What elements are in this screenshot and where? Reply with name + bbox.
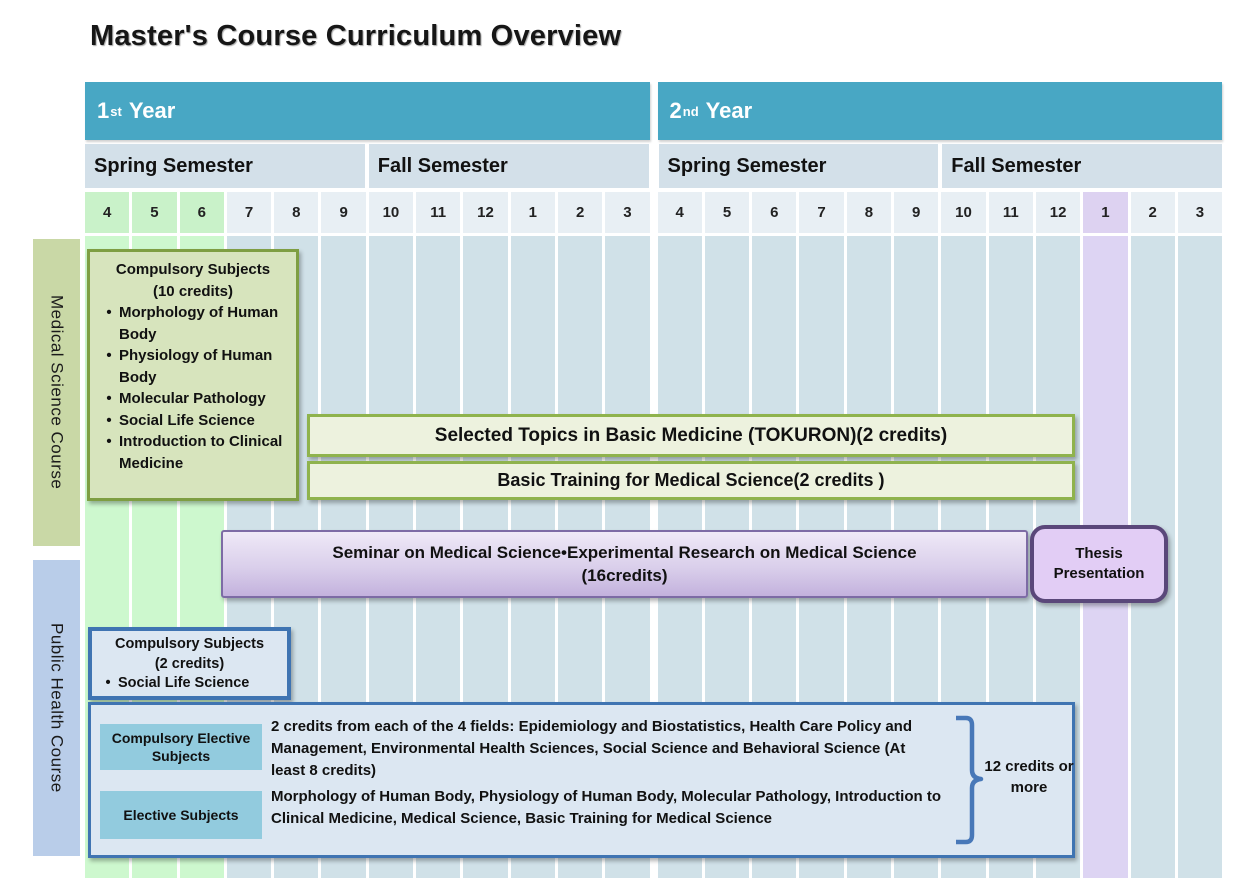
- month-cell: 10: [941, 192, 986, 233]
- public-electives-box: Compulsory Elective Subjects 2 credits f…: [88, 702, 1075, 858]
- list-item: • Social Life Science: [98, 674, 281, 694]
- month-cell: 11: [988, 192, 1033, 233]
- track-label-medical-science: Medical Science Course: [33, 239, 80, 546]
- brace-icon: [956, 715, 984, 845]
- public-compulsory-credits: (2 credits): [154, 655, 225, 672]
- page-title: Master's Course Curriculum Overview: [90, 20, 622, 52]
- year-2-word: Year: [705, 98, 753, 123]
- elective-subjects-label: Elective Subjects: [100, 791, 262, 839]
- semester-header-row: Spring Semester Fall Semester Spring Sem…: [85, 144, 1222, 188]
- month-cell: 6: [752, 192, 797, 233]
- compulsory-elective-subjects-label: Compulsory Elective Subjects: [100, 724, 262, 770]
- compulsory-elective-subjects-description: 2 credits from each of the 4 fields: Epi…: [271, 718, 912, 779]
- grid-column: [1177, 236, 1223, 878]
- month-cell: 5: [704, 192, 750, 233]
- month-cell: 1: [510, 192, 555, 233]
- month-cell: 12: [1035, 192, 1081, 233]
- year-1-ordinal: st: [110, 103, 122, 119]
- track-label-public-health: Public Health Course: [33, 560, 80, 856]
- thesis-presentation-box: Thesis Presentation: [1030, 525, 1168, 603]
- selected-topics-bar: Selected Topics in Basic Medicine (TOKUR…: [307, 414, 1075, 457]
- basic-training-bar: Basic Training for Medical Science(2 cre…: [307, 461, 1075, 500]
- month-cell-thesis-month: 1: [1083, 192, 1128, 233]
- electives-total-credits: 12 credits or more: [984, 758, 1074, 796]
- public-compulsory-box: Compulsory Subjects (2 credits) • Social…: [88, 627, 291, 700]
- month-cell: 4: [85, 192, 130, 233]
- month-cell: 4: [657, 192, 702, 233]
- list-item: • Physiology of Human Body: [99, 345, 287, 388]
- semester-y2-spring: Spring Semester: [658, 144, 939, 188]
- bullet-icon: •: [106, 390, 112, 407]
- seminar-line2: (16credits): [581, 566, 668, 585]
- medical-compulsory-credits: (10 credits): [152, 282, 234, 300]
- month-cell: 2: [557, 192, 603, 233]
- year-divider: [653, 144, 655, 188]
- bullet-icon: •: [106, 347, 112, 364]
- month-cell: 10: [368, 192, 414, 233]
- month-cell: 5: [132, 192, 177, 233]
- list-item: • Molecular Pathology: [99, 388, 287, 410]
- month-cell: 9: [321, 192, 366, 233]
- list-item: • Introduction to Clinical Medicine: [99, 431, 287, 474]
- month-cell: 6: [179, 192, 224, 233]
- seminar-line1: Seminar on Medical Science•Experimental …: [332, 543, 917, 562]
- month-cell: 2: [1130, 192, 1175, 233]
- semester-y2-fall: Fall Semester: [942, 144, 1222, 188]
- year-divider: [653, 192, 655, 233]
- list-item: • Social Life Science: [99, 410, 287, 432]
- list-item: • Morphology of Human Body: [99, 302, 287, 345]
- month-cell: 3: [605, 192, 650, 233]
- month-cell: 11: [416, 192, 461, 233]
- month-header-row: 4 5 6 7 8 9 10 11 12 1 2 3 4 5 6 7 8 9 1…: [85, 192, 1223, 233]
- year-2-ordinal: nd: [682, 103, 699, 119]
- month-cell: 12: [463, 192, 508, 233]
- medical-compulsory-title: Compulsory Subjects: [115, 261, 271, 278]
- year-divider: [653, 82, 655, 140]
- bullet-icon: •: [106, 433, 112, 450]
- bullet-icon: •: [105, 675, 111, 691]
- medical-compulsory-box: Compulsory Subjects (10 credits) • Morph…: [87, 249, 299, 501]
- elective-subjects-description: Morphology of Human Body, Physiology of …: [271, 788, 941, 827]
- month-cell: 8: [274, 192, 319, 233]
- semester-y1-fall: Fall Semester: [368, 144, 649, 188]
- semester-y1-spring: Spring Semester: [85, 144, 365, 188]
- month-cell: 7: [226, 192, 272, 233]
- bullet-icon: •: [106, 304, 112, 321]
- seminar-bar: Seminar on Medical Science•Experimental …: [221, 530, 1028, 598]
- year-1-word: Year: [128, 98, 176, 123]
- year-1-number: 1: [97, 98, 110, 123]
- public-compulsory-title: Compulsory Subjects: [114, 636, 265, 652]
- month-cell: 7: [799, 192, 844, 233]
- year-2-number: 2: [669, 98, 682, 123]
- month-cell: 3: [1177, 192, 1223, 233]
- month-cell: 9: [894, 192, 939, 233]
- bullet-icon: •: [106, 411, 112, 429]
- month-cell: 8: [846, 192, 892, 233]
